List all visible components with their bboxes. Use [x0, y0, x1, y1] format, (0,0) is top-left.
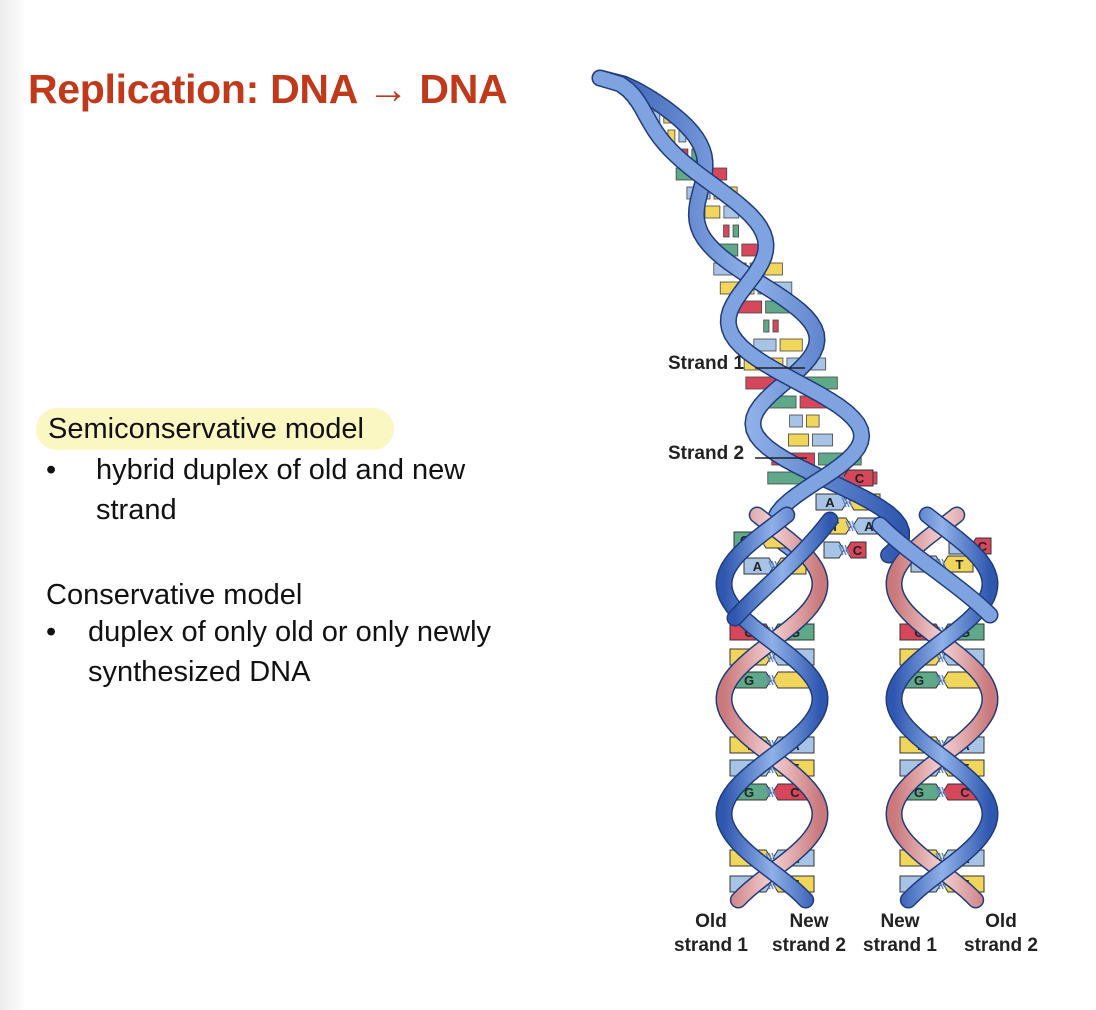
- semiconservative-heading: Semiconservative model: [36, 408, 394, 450]
- base-letter: A: [825, 495, 835, 510]
- base-letter: A: [753, 559, 763, 574]
- strand-1-label: Strand 1: [668, 353, 745, 374]
- hydrogen-bond: [768, 674, 774, 686]
- base-left: [743, 557, 775, 575]
- hydrogen-bond: [838, 544, 844, 556]
- parent-base-pair: [723, 224, 739, 238]
- base-letter: C: [960, 785, 970, 800]
- hydrogen-bond: [938, 674, 944, 686]
- fork-connector-right: [873, 518, 997, 622]
- slide-title: Replication: DNA → DNA: [28, 66, 508, 113]
- parent-base-pair: [763, 319, 779, 333]
- parent-strand-2: [593, 71, 869, 562]
- hydrogen-bond: [844, 544, 850, 556]
- conservative-bullet-text: duplex of only old or only newly synthes…: [88, 616, 492, 688]
- right-daughter-new-strand: [886, 508, 998, 907]
- bullet-marker: •: [46, 454, 57, 486]
- bottom-label-line1: New: [880, 911, 920, 932]
- bottom-label-line2: strand 1: [674, 935, 748, 956]
- bottom-label-line1: New: [789, 911, 829, 932]
- hydrogen-bond: [768, 786, 774, 798]
- base-left: [788, 433, 809, 447]
- hydrogen-bond: [941, 786, 947, 798]
- right-daughter-old-strand: [886, 508, 998, 907]
- hydrogen-bond: [938, 786, 944, 798]
- base-left: [723, 224, 730, 238]
- hydrogen-bond: [841, 496, 847, 508]
- hydrogen-bond: [841, 544, 847, 556]
- bottom-label-new-strand-2: New strand 2: [754, 910, 864, 958]
- hydrogen-bond: [771, 651, 777, 663]
- base-right: [779, 338, 803, 352]
- hydrogen-bond: [935, 786, 941, 798]
- bottom-label-line1: Old: [695, 911, 727, 932]
- base-left: [789, 414, 803, 428]
- hydrogen-bond: [845, 520, 851, 532]
- bottom-label-old-strand-1: Old strand 1: [656, 910, 766, 958]
- bottom-label-new-strand-1: New strand 1: [845, 910, 955, 958]
- base-right: [805, 414, 820, 428]
- strand-2-label: Strand 2: [668, 443, 745, 464]
- base-letter: T: [956, 557, 964, 572]
- base-letter: G: [744, 785, 754, 800]
- slide-title-text: Replication: DNA → DNA: [28, 66, 508, 112]
- hydrogen-bond: [768, 560, 774, 572]
- base-left: [753, 338, 777, 352]
- left-daughter-new-strand: [716, 508, 828, 907]
- bottom-label-old-strand-2: Old strand 2: [946, 910, 1056, 958]
- hydrogen-bond: [771, 786, 777, 798]
- parent-base-pair: [788, 433, 833, 447]
- bottom-label-line1: Old: [985, 911, 1017, 932]
- base-left: [704, 205, 721, 219]
- base-letter: C: [853, 543, 863, 558]
- bottom-label-line2: strand 2: [772, 935, 846, 956]
- bottom-label-line2: strand 1: [863, 935, 937, 956]
- base-letter: C: [790, 785, 800, 800]
- base-letter: A: [864, 519, 874, 534]
- hydrogen-bond: [844, 496, 850, 508]
- base-letter: C: [855, 471, 865, 486]
- parent-base-pair: [753, 338, 803, 352]
- bottom-label-line2: strand 2: [964, 935, 1038, 956]
- fork-connector-left: [728, 513, 837, 625]
- strand-pointer-lines: [755, 367, 807, 459]
- hydrogen-bond: [941, 651, 947, 663]
- base-right: [812, 433, 833, 447]
- hydrogen-bond: [935, 674, 941, 686]
- left-daughter-old-strand: [716, 508, 828, 907]
- semiconservative-bullet-text: hybrid duplex of old and new strand: [96, 454, 466, 526]
- hydrogen-bond: [765, 786, 771, 798]
- fork-base-pair: C: [823, 541, 867, 559]
- hydrogen-bond: [941, 674, 947, 686]
- conservative-heading: Conservative model: [46, 579, 303, 611]
- base-right: [732, 224, 739, 238]
- base-letter: C: [978, 539, 988, 554]
- base-letter: G: [914, 785, 924, 800]
- base-right: [772, 319, 779, 333]
- hydrogen-bond: [765, 674, 771, 686]
- hydrogen-bond: [848, 520, 854, 532]
- hydrogen-bond: [771, 674, 777, 686]
- left-edge-shadow: [0, 0, 26, 1010]
- bullet-marker: •: [46, 616, 57, 648]
- parent-base-pair: [789, 414, 820, 428]
- base-letter: G: [744, 673, 754, 688]
- hydrogen-bond: [851, 520, 857, 532]
- base-letter: G: [914, 673, 924, 688]
- base-left: [763, 319, 770, 333]
